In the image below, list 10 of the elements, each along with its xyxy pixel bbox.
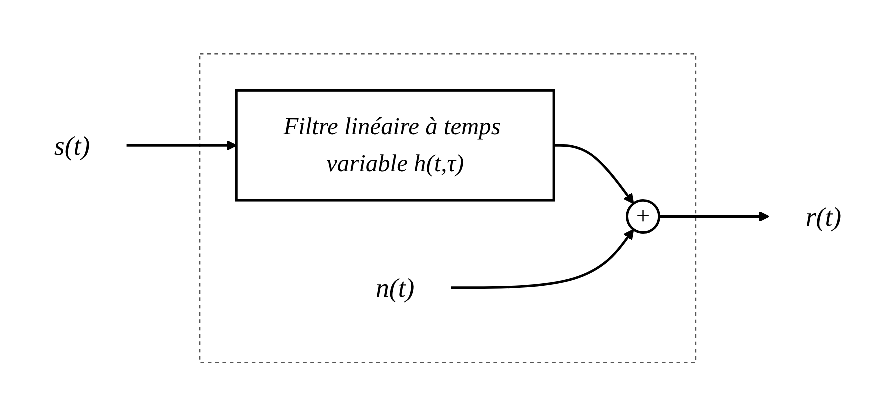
cluster — [199, 53, 697, 364]
arrow — [451, 229, 634, 290]
node-text: r(t) — [806, 201, 842, 232]
node-box: Filtre linéaire à temps variable h(t,τ) — [235, 90, 556, 202]
node-circle: + — [626, 199, 661, 234]
node-text: s(t) — [54, 130, 90, 161]
arrow — [554, 144, 634, 204]
arrow — [659, 211, 770, 222]
node-text: n(t) — [376, 272, 415, 304]
arrow — [126, 140, 238, 151]
